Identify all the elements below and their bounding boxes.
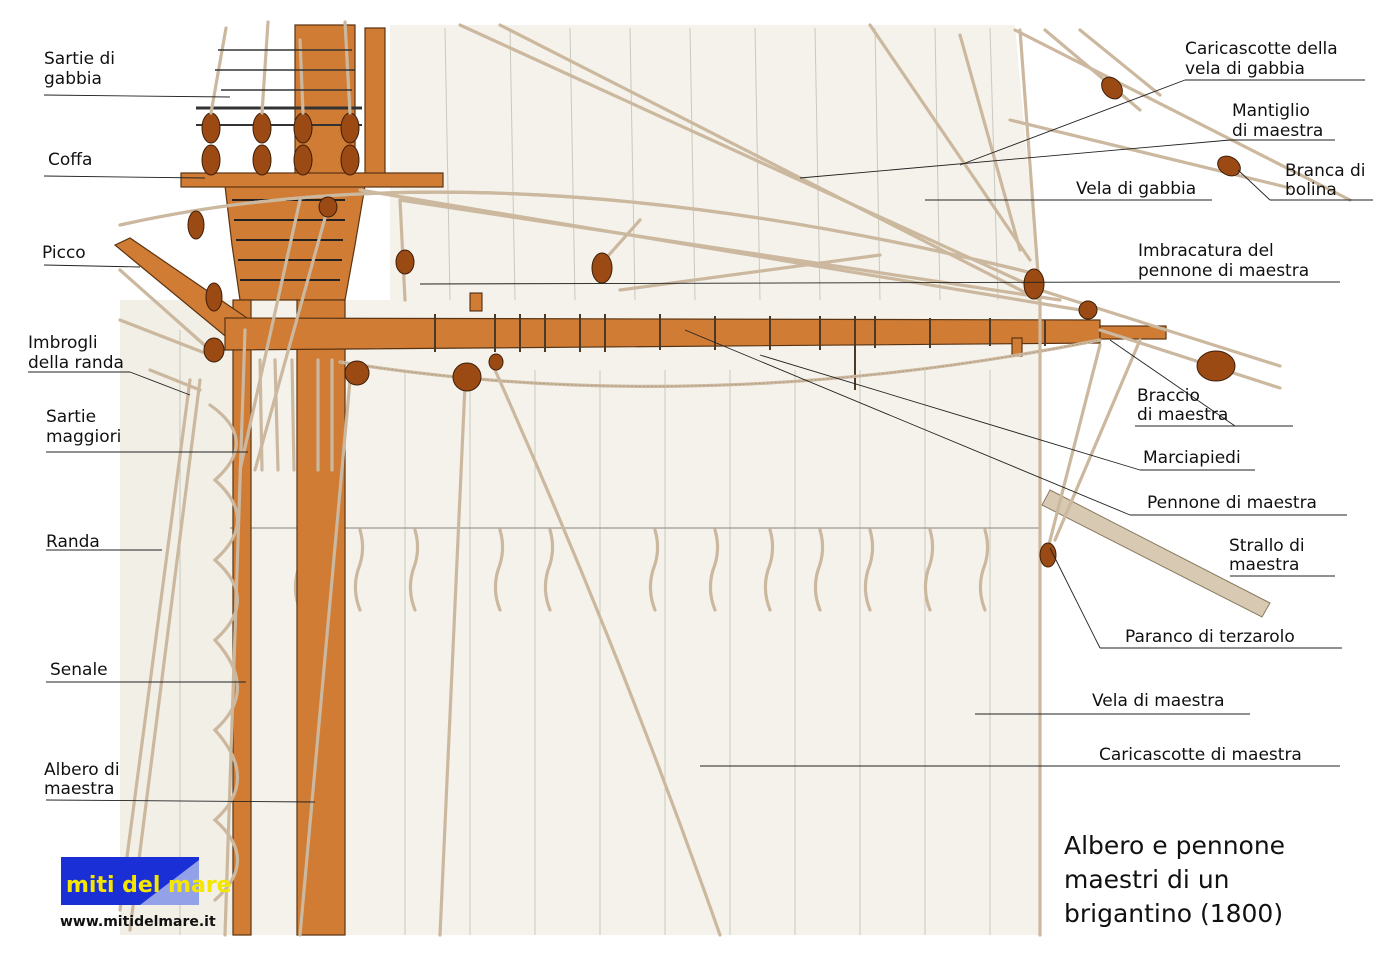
logo-url: www.mitidelmare.it	[60, 914, 216, 930]
label-mantiglio-2: di maestra	[1232, 121, 1323, 141]
label-sartie-gabbia-1: Sartie di	[44, 49, 115, 69]
label-sartie-maggiori-1: Sartie	[46, 407, 96, 427]
title-line-3: brigantino (1800)	[1064, 899, 1283, 928]
main-sail	[120, 300, 1040, 935]
reef-points	[293, 528, 990, 612]
yard-lashings	[434, 314, 1046, 390]
topsail	[390, 25, 1040, 300]
logo-swoosh	[140, 860, 199, 905]
sails	[120, 25, 1040, 935]
label-caricascotte-gabbia-2: vela di gabbia	[1185, 59, 1305, 79]
label-vela-gabbia: Vela di gabbia	[1076, 179, 1196, 199]
label-vela-maestra: Vela di maestra	[1092, 691, 1225, 711]
diagram-title: Albero e pennone maestri di un brigantin…	[1064, 831, 1285, 928]
label-imbrogli-randa-1: Imbrogli	[28, 333, 98, 353]
label-paranco-terzarolo: Paranco di terzarolo	[1125, 627, 1295, 647]
gaff-sail	[120, 300, 250, 935]
label-imbrogli-randa-2: della randa	[28, 353, 124, 373]
label-branca-bolina-2: bolina	[1285, 180, 1337, 200]
label-strallo-1: Strallo di	[1229, 536, 1305, 556]
label-mantiglio-1: Mantiglio	[1232, 101, 1310, 121]
label-albero-maestra-1: Albero di	[44, 760, 120, 780]
label-randa: Randa	[46, 532, 100, 552]
label-strallo-2: maestra	[1229, 555, 1299, 575]
deadeyes	[201, 112, 360, 176]
logo-text: miti del mare	[66, 873, 232, 898]
label-caricascotte-gabbia-1: Caricascotte della	[1185, 39, 1338, 59]
label-pennone-maestra: Pennone di maestra	[1147, 493, 1317, 513]
label-albero-maestra-2: maestra	[44, 779, 114, 799]
main-mast	[296, 299, 346, 936]
topmast	[364, 27, 386, 181]
leader-lines	[28, 79, 1373, 803]
label-imbracatura-1: Imbracatura del	[1138, 241, 1274, 261]
rigging-ropes	[118, 23, 1352, 937]
label-marciapiedi: Marciapiedi	[1143, 448, 1241, 468]
top-platform	[180, 172, 444, 188]
label-sartie-maggiori-2: maggiori	[46, 427, 121, 447]
logo: miti del mare www.mitidelmare.it	[60, 857, 232, 930]
blocks	[187, 76, 1241, 568]
labels: Sartie di gabbia Coffa Picco Imbrogli de…	[28, 39, 1366, 799]
label-imbracatura-2: pennone di maestra	[1138, 261, 1309, 281]
main-yard	[224, 317, 1101, 351]
title-line-2: maestri di un	[1064, 865, 1230, 894]
label-senale: Senale	[50, 660, 108, 680]
label-caricascotte-maestra: Caricascotte di maestra	[1099, 745, 1302, 765]
label-coffa: Coffa	[48, 150, 92, 170]
sail-seams	[179, 27, 999, 935]
futtock-ladder	[196, 106, 362, 281]
topmast-shrouds	[209, 20, 355, 115]
title-line-1: Albero e pennone	[1064, 831, 1285, 860]
main-stay	[1041, 489, 1271, 618]
label-braccio-1: Braccio	[1137, 386, 1200, 406]
label-sartie-gabbia-2: gabbia	[44, 69, 102, 89]
label-braccio-2: di maestra	[1137, 405, 1228, 425]
label-branca-bolina-1: Branca di	[1285, 161, 1366, 181]
label-picco: Picco	[42, 243, 86, 263]
